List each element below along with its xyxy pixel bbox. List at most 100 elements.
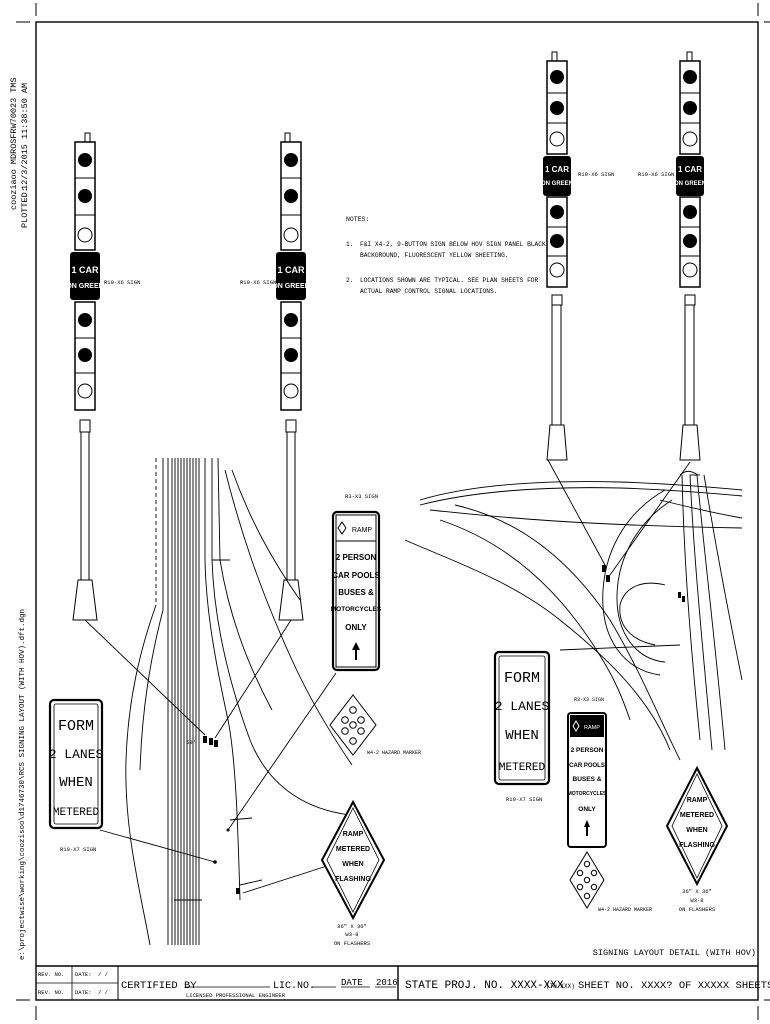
hov-sign-small: RAMP 2 PERSON CAR POOLS BUSES & MOTORCYC… [567, 712, 607, 848]
one-car-sign-left-2 [276, 252, 306, 300]
r10-x6-label-2: R10-X6 SIGN [240, 279, 276, 286]
ramp-metered-sign-left: RAMP METERED WHEN FLASHING [320, 799, 386, 921]
hov-line-4: MOTORCYCLES [331, 606, 382, 613]
state-proj: STATE PROJ. NO. XXXX-XXX [405, 980, 564, 992]
date-caption: DATE [341, 978, 363, 988]
one-car-text-4: 1 CAR [678, 165, 702, 174]
plan-signal-markers-left [203, 736, 240, 894]
size-label-1: 36" X 36" [337, 923, 367, 930]
hov-line-1: 2 PERSON [336, 553, 377, 562]
form-line-r3: WHEN [505, 728, 539, 744]
ramp-metered-line-3: WHEN [342, 861, 363, 868]
r10-x7-label-2: R10-X7 SIGN [506, 796, 542, 803]
plotted-label: PLOTTED: [20, 187, 30, 228]
r10-x7-label-1: R10-X7 SIGN [60, 846, 96, 853]
corner-marks [16, 3, 770, 1020]
date-blank-2: / / [98, 989, 108, 996]
rev-no-label-2: REV. NO. [38, 989, 64, 996]
on-green-text-2: ON GREEN [272, 283, 309, 290]
note-2-num: 2. [346, 277, 353, 284]
title-block [36, 965, 758, 1000]
ramp-metered-line-4: FLASHING [335, 876, 371, 883]
rev-no-label-1: REV. NO. [38, 971, 64, 978]
hov-small-line-2: CAR POOLS [569, 763, 605, 769]
signal-assembly-left-1: 1 CAR ON GREEN [66, 132, 104, 621]
ramp-metered-sign-right: RAMP METERED WHEN FLASHING [665, 765, 729, 887]
w4-2-label-2: W4-2 HAZARD MARKER [598, 907, 652, 913]
hov-small-line-5: ONLY [578, 806, 596, 813]
date-blank-1: / / [98, 971, 108, 978]
one-car-sign-left-1 [70, 252, 100, 300]
r10-x6-label-1: R10-X6 SIGN [104, 279, 140, 286]
note-2-line1: LOCATIONS SHOWN ARE TYPICAL. SEE PLAN SH… [360, 277, 539, 284]
notes-block: NOTES: 1. F&I X4-2, 9-BUTTON SIGN BELOW … [346, 216, 546, 295]
signal-assembly-left-2: 1 CAR ON GREEN [272, 132, 310, 621]
on-green-text-4: ON GREEN [674, 181, 706, 187]
ramp-text-large: RAMP [352, 527, 373, 534]
r10-x6-label-3: R10-X6 SIGN [578, 171, 614, 178]
signal-assembly-right-1: 1 CAR ON GREEN [541, 51, 573, 461]
plot-user: cooziaoo MDROSFRW70023 TMS [9, 77, 19, 210]
year: 2016 [376, 978, 398, 988]
form-line-r4: METERED [499, 762, 546, 774]
one-car-sign-right-1 [543, 156, 571, 196]
on-green-text-3: ON GREEN [541, 181, 573, 187]
detail-title: SIGNING LAYOUT DETAIL (WITH HOV) [593, 948, 756, 958]
w3-8-label-2: W3-8 [690, 897, 703, 904]
ramp-metered-r-line-3: WHEN [686, 827, 707, 834]
w4-2-label-1: W4-2 HAZARD MARKER [367, 750, 421, 756]
ramp-metered-r-line-2: METERED [680, 812, 714, 819]
r10-x6-label-4: R10-X6 SIGN [638, 171, 674, 178]
dimension-label: 50' [186, 739, 196, 746]
form-line-3: WHEN [59, 775, 93, 791]
sheet-border [35, 21, 759, 1001]
ramp-metered-line-1: RAMP [343, 831, 364, 838]
size-label-2: 36" X 36" [682, 888, 712, 895]
form-line-r1: FORM [504, 670, 540, 687]
ramp-metered-line-2: METERED [336, 846, 370, 853]
hov-sign-large: RAMP 2 PERSON CAR POOLS BUSES & MOTORCYC… [331, 510, 382, 672]
note-1-num: 1. [346, 241, 353, 248]
hov-line-3: BUSES & [338, 588, 374, 597]
note-2-line2: ACTUAL RAMP CONTROL SIGNAL LOCATIONS. [360, 288, 497, 295]
notes-title: NOTES: [346, 216, 369, 223]
sheet-no: SHEET NO. XXXX? OF XXXXX SHEETS [578, 980, 770, 992]
note-1-line2: BACKGROUND, FLUORESCENT YELLOW SHEETING. [360, 252, 509, 259]
hov-small-line-4: MOTORCYCLES [568, 791, 607, 797]
plotted-datetime: 12/3/2015 11:38:50 AM [20, 83, 30, 190]
lic-no: LIC.NO. [273, 981, 315, 992]
ramp-metered-r-line-4: FLASHING [679, 842, 715, 849]
date-label-1: DATE: [75, 971, 92, 978]
one-car-text-1: 1 CAR [71, 265, 99, 275]
form-line-4: METERED [53, 807, 100, 819]
r3-x3-label-1: R3-X3 SIGN [345, 493, 378, 500]
right-roadway-plan [404, 459, 743, 761]
form-2-lanes-sign-left: FORM 2 LANES WHEN METERED [49, 698, 104, 830]
plan-signal-markers-right [602, 565, 685, 602]
hazard-marker-large [329, 694, 377, 756]
certified-by: CERTIFIED BY [121, 980, 197, 992]
hazard-marker-small [569, 851, 605, 909]
one-car-text-3: 1 CAR [545, 165, 569, 174]
hov-small-line-3: BUSES & [573, 776, 602, 783]
form-2-lanes-sign-right: FORM 2 LANES WHEN METERED [493, 650, 551, 786]
form-line-1: FORM [58, 718, 94, 735]
left-roadway-plan [84, 457, 353, 946]
hov-line-5: ONLY [345, 623, 367, 632]
form-line-2: 2 LANES [49, 747, 104, 762]
file-path: e:\projectwise\working\coozisoo\d1746730… [19, 609, 27, 960]
r3-x3-label-2: R3-X3 SIGN [574, 697, 604, 703]
note-1-line1: F&I X4-2, 9-BUTTON SIGN BELOW HOV SIGN P… [360, 241, 546, 248]
ramp-text-small: RAMP [584, 725, 600, 731]
w3-8-label-1: W3-8 [345, 931, 358, 938]
hov-line-2: CAR POOLS [332, 571, 380, 580]
one-car-sign-right-2 [676, 156, 704, 196]
th-label: (TH XXX) [546, 983, 575, 990]
licensed-engineer: LICENSED PROFESSIONAL ENGINEER [186, 992, 286, 999]
hov-small-line-1: 2 PERSON [571, 747, 604, 754]
signal-assembly-right-2: 1 CAR ON GREEN [674, 51, 706, 461]
flashers-label-2: ON FLASHERS [679, 906, 716, 913]
one-car-text-2: 1 CAR [277, 265, 305, 275]
on-green-text-1: ON GREEN [66, 283, 103, 290]
